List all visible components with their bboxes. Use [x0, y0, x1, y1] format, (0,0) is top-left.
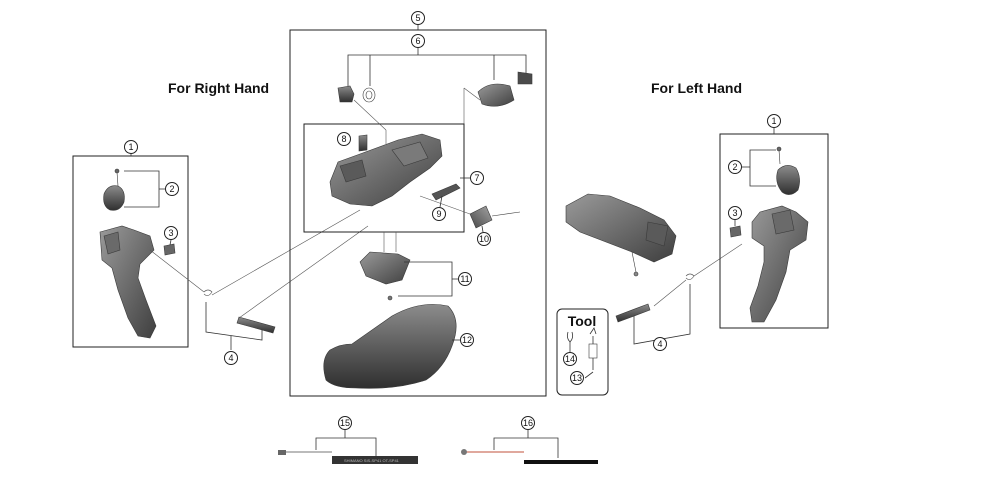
- svg-text:14: 14: [565, 354, 575, 364]
- cable-15: SHIMANO SIS-SP41 OT-SP41: [278, 430, 418, 464]
- callout-9: 9: [432, 207, 446, 221]
- callout-8: 8: [337, 132, 351, 146]
- svg-text:10: 10: [479, 234, 489, 244]
- center-parts-group: [289, 24, 547, 397]
- svg-text:6: 6: [415, 36, 420, 46]
- callout-5: 5: [411, 11, 425, 25]
- right-lever-group: [72, 147, 189, 348]
- callout-13: 13: [570, 371, 584, 385]
- callout-3-left: 3: [728, 206, 742, 220]
- svg-text:4: 4: [228, 353, 233, 363]
- svg-text:8: 8: [341, 134, 346, 144]
- callout-11: 11: [458, 272, 472, 286]
- right-spring-pin: [149, 209, 369, 350]
- callout-7: 7: [470, 171, 484, 185]
- svg-text:2: 2: [732, 162, 737, 172]
- tool-title: Tool: [568, 313, 597, 329]
- cable-15-print: SHIMANO SIS-SP41 OT-SP41: [344, 458, 400, 463]
- cable-16: [461, 430, 598, 464]
- callout-2-left: 2: [728, 160, 742, 174]
- left-main-body: [565, 193, 677, 277]
- callout-1-left: 1: [767, 114, 781, 128]
- callout-6: 6: [411, 34, 425, 48]
- left-lever-group: [719, 128, 829, 329]
- svg-text:11: 11: [460, 274, 469, 284]
- svg-text:9: 9: [436, 209, 441, 219]
- left-lever-body: [749, 205, 809, 323]
- heading-right-hand: For Right Hand: [168, 80, 269, 96]
- right-lever-pad: [163, 243, 176, 256]
- svg-text:4: 4: [657, 339, 662, 349]
- callout-4-right: 4: [224, 351, 238, 365]
- svg-text:3: 3: [732, 208, 737, 218]
- callout-15: 15: [338, 416, 352, 430]
- svg-text:16: 16: [523, 418, 533, 428]
- svg-text:12: 12: [462, 335, 472, 345]
- svg-text:3: 3: [168, 228, 173, 238]
- svg-text:1: 1: [771, 116, 776, 126]
- callout-2-right: 2: [165, 182, 179, 196]
- callout-10: 10: [477, 232, 491, 246]
- svg-text:1: 1: [128, 142, 133, 152]
- svg-text:5: 5: [415, 13, 420, 23]
- right-lever-cap: [103, 185, 125, 211]
- right-lever-body: [99, 225, 157, 339]
- svg-text:7: 7: [474, 173, 479, 183]
- svg-text:2: 2: [169, 184, 174, 194]
- lever-insert: [359, 251, 411, 285]
- callout-4-left: 4: [653, 337, 667, 351]
- right-lever-box: [72, 155, 189, 348]
- callout-12: 12: [460, 333, 474, 347]
- callout-16: 16: [521, 416, 535, 430]
- svg-text:13: 13: [572, 373, 582, 383]
- callout-3-right: 3: [164, 226, 178, 240]
- tool-box: Tool: [556, 308, 609, 396]
- left-spring-pin: [615, 243, 743, 345]
- heading-left-hand: For Left Hand: [651, 80, 742, 96]
- rubber-hood: [323, 304, 457, 389]
- callout-14: 14: [563, 352, 577, 366]
- svg-text:15: 15: [340, 418, 350, 428]
- callout-1-right: 1: [124, 140, 138, 154]
